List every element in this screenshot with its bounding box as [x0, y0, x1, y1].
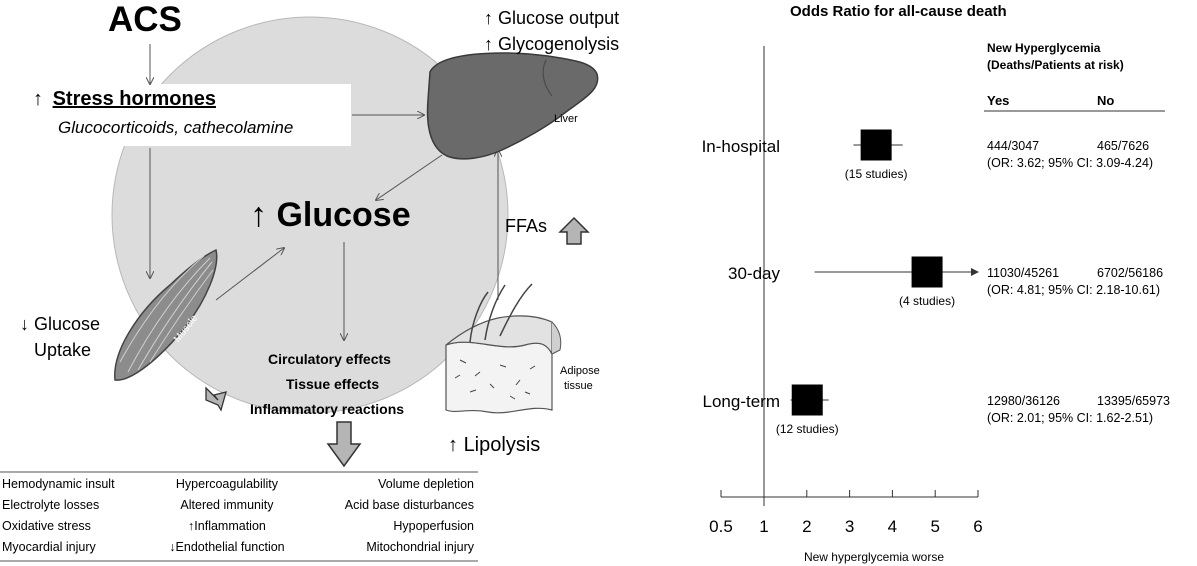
study-count: (12 studies): [776, 422, 839, 436]
deaths-yes: 11030/45261: [987, 266, 1059, 280]
glucose-output-label: ↑ Glucose output: [484, 8, 620, 28]
table-subheader: (Deaths/Patients at risk): [987, 58, 1124, 72]
down-arrow-icon: ↓: [20, 314, 29, 334]
table-row: Hemodynamic insult Hypercoagulability Vo…: [2, 474, 474, 495]
liver-icon: [426, 52, 599, 160]
column-no: No: [1097, 93, 1115, 108]
muscle-icon: [114, 248, 218, 381]
adipose-label-line2: tissue: [564, 380, 593, 392]
or-summary: (OR: 3.62; 95% CI: 3.09-4.24): [987, 156, 1153, 170]
diagonal-arrow-icon: [205, 386, 227, 412]
up-arrow-icon: ↑: [448, 434, 458, 456]
lipolysis-label: ↑ Lipolysis: [448, 434, 541, 456]
table-row: Electrolyte losses Altered immunity Acid…: [2, 495, 474, 516]
study-count: (4 studies): [899, 294, 955, 308]
table-cell: Mitochondrial injury: [366, 540, 474, 554]
glycogenolysis-label: ↑ Glycogenolysis: [484, 34, 620, 54]
study-count: (15 studies): [845, 167, 908, 181]
ffas-label: FFAs: [505, 216, 548, 236]
down-arrow-icon: [326, 421, 362, 468]
ffa-up-arrow-icon: [558, 216, 590, 245]
table-cell: Hypercoagulability: [175, 477, 279, 491]
liver-label: Liver: [554, 113, 578, 125]
effect-tissue: Tissue effects: [286, 376, 380, 392]
table-cell: Electrolyte losses: [2, 498, 100, 512]
table-cell: Oxidative stress: [2, 519, 91, 533]
acs-title: ACS: [108, 0, 182, 39]
row-label: Long-term: [703, 392, 780, 411]
arrow-muscle-to-glucose: [215, 248, 284, 301]
glucose-heading: ↑ Glucose: [250, 196, 411, 234]
x-tick-label: 0.5: [709, 517, 733, 536]
up-arrow-icon: ↑: [33, 88, 43, 110]
deaths-yes: 444/3047: [987, 139, 1039, 153]
point-estimate: [791, 384, 823, 416]
up-arrow-icon: ↑: [484, 34, 493, 54]
x-tick-label: 2: [802, 517, 811, 536]
table-cell: ↑Inflammation: [188, 519, 266, 533]
effect-inflammatory: Inflammatory reactions: [250, 401, 405, 417]
adipose-tissue-icon: [445, 283, 562, 414]
x-tick-label: 3: [845, 517, 854, 536]
hormone-list: Glucocorticoids, cathecolamine: [58, 118, 294, 137]
point-estimate: [911, 256, 943, 288]
table-cell: Hypoperfusion: [393, 519, 474, 533]
point-estimate: [860, 129, 892, 161]
pathophysiology-diagram: [0, 16, 599, 562]
stress-hormones-label: Stress hormones: [52, 88, 216, 110]
x-tick-label: 5: [930, 517, 939, 536]
or-summary: (OR: 4.81; 95% CI: 2.18-10.61): [987, 283, 1160, 297]
table-row: Myocardial injury ↓Endothelial function …: [2, 537, 474, 558]
table-header: New Hyperglycemia: [987, 41, 1101, 55]
table-cell: Hemodynamic insult: [2, 477, 115, 491]
x-tick-label: 1: [759, 517, 768, 536]
up-arrow-icon: ↑: [250, 196, 267, 234]
table-cell: Altered immunity: [180, 498, 274, 512]
table-cell: ↓Endothelial function: [169, 540, 285, 554]
arrow-liver-to-glucose: [376, 154, 443, 200]
table-cell: Acid base disturbances: [344, 498, 474, 512]
table-cell: Myocardial injury: [2, 540, 96, 554]
deaths-no: 465/7626: [1097, 139, 1149, 153]
row-label: 30-day: [728, 264, 780, 283]
deaths-no: 13395/65973: [1097, 394, 1170, 408]
chart-title: Odds Ratio for all-cause death: [790, 3, 1007, 20]
or-summary: (OR: 2.01; 95% CI: 1.62-2.51): [987, 411, 1153, 425]
x-tick-label: 6: [973, 517, 982, 536]
glucose-uptake-line1: ↓ Glucose: [20, 314, 101, 334]
consequences-table: Hemodynamic insult Hypercoagulability Vo…: [2, 474, 474, 558]
stress-hormones-box: [28, 84, 351, 146]
table-row: Oxidative stress ↑Inflammation Hypoperfu…: [2, 516, 474, 537]
table-cell: Volume depletion: [378, 477, 474, 491]
deaths-no: 6702/56186: [1097, 266, 1163, 280]
row-label: In-hospital: [702, 137, 780, 156]
stress-hormones-heading: ↑ Stress hormones: [33, 88, 216, 111]
adipose-label-line1: Adipose: [560, 365, 600, 377]
x-tick-label: 4: [888, 517, 897, 536]
column-yes: Yes: [987, 93, 1010, 108]
deaths-yes: 12980/36126: [987, 394, 1060, 408]
glucose-uptake-line2: Uptake: [34, 340, 92, 360]
effect-circulatory: Circulatory effects: [268, 351, 391, 367]
x-axis-label: New hyperglycemia worse: [804, 550, 944, 564]
up-arrow-icon: ↑: [484, 8, 493, 28]
